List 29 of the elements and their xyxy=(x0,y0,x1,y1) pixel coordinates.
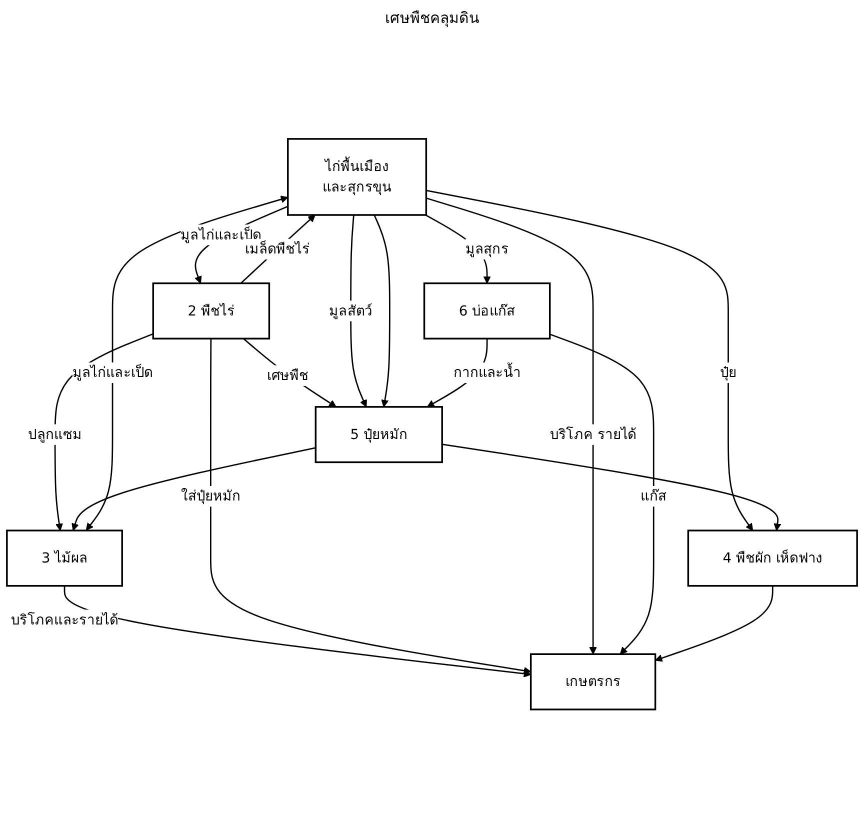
node-box: 4 พืชผัก เห็ดฟาง xyxy=(687,530,858,588)
edge-label: เศษพืช xyxy=(266,367,308,384)
node-box: 6 บ่อแก๊ส xyxy=(423,282,551,340)
edge-label: บริโภค รายได้ xyxy=(550,426,636,443)
node-box: เกษตรกร xyxy=(530,654,656,711)
edge-label: ปลูกแซม xyxy=(28,426,82,443)
edge-label: มูลสุกร xyxy=(465,240,509,258)
node-box: 2 พืชไร่ xyxy=(152,282,270,340)
arrow xyxy=(64,586,532,678)
arrow xyxy=(240,214,316,284)
edge-label: แก๊ส xyxy=(640,488,667,504)
node-box: 3 ไม้ผล xyxy=(6,530,123,588)
arrow xyxy=(243,338,336,408)
arrow xyxy=(550,334,654,655)
node-box: 5 ปุ๋ยหมัก xyxy=(314,406,443,464)
edge-label: ปุ๋ย xyxy=(720,364,736,381)
note-text: เศษพืชคลุมดิน xyxy=(385,9,479,27)
edge-label: มูลไก่และเป็ด xyxy=(72,364,153,381)
arrow xyxy=(374,215,390,408)
arrow xyxy=(654,586,774,662)
arrow xyxy=(72,447,316,532)
edge-label: มูลสัตว์ xyxy=(329,302,372,320)
arrow xyxy=(442,444,782,532)
edge-label: ใส่ปุ๋ยหมัก xyxy=(180,488,240,504)
arrow xyxy=(350,215,367,408)
node-box: ไก่พื้นเมือง และสุกรขุน xyxy=(287,138,428,216)
arrow xyxy=(54,334,154,532)
edge-label: บริโภคและรายได้ xyxy=(10,612,118,628)
edge-label: กากและน้ำ xyxy=(453,364,521,381)
